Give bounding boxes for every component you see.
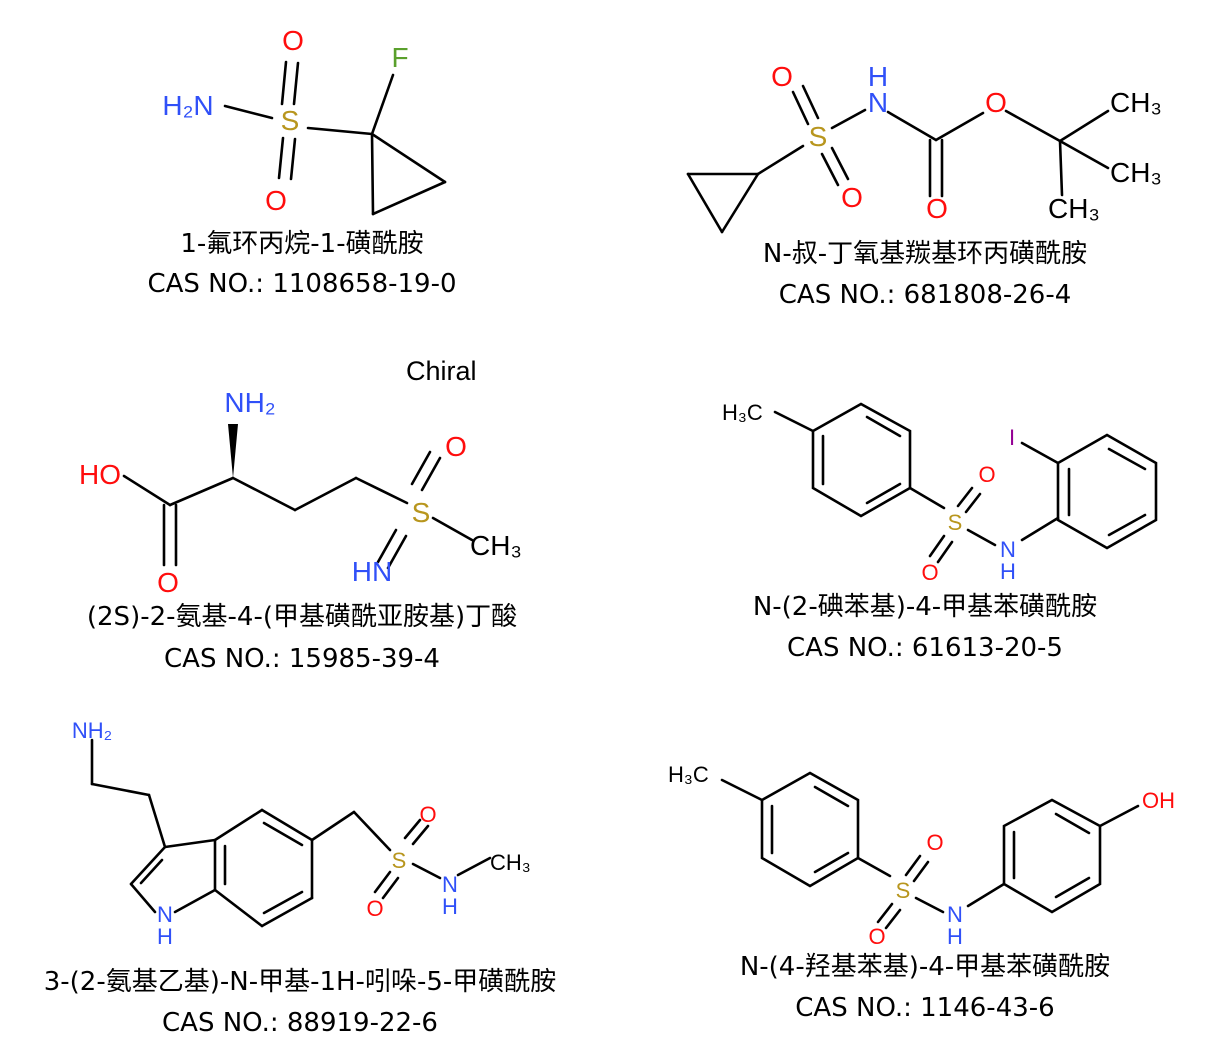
methyl-group: CH₃ xyxy=(1048,193,1100,224)
hydrogen-atom: H xyxy=(157,924,173,949)
fluorine-atom: F xyxy=(391,42,408,73)
sulfur-atom: S xyxy=(809,121,828,152)
compound-4-cas: CAS NO.: 61613-20-5 xyxy=(787,633,1063,663)
hydrogen-atom: H xyxy=(868,61,888,92)
oxygen-atom: O xyxy=(926,193,948,224)
imine-group: HN xyxy=(352,556,392,587)
hydrogen-atom: H xyxy=(1000,559,1016,584)
oxygen-atom: O xyxy=(157,567,179,598)
methyl-group: CH₃ xyxy=(490,850,531,875)
compound-4-structure: H₃C I O S N H O xyxy=(722,400,1158,585)
oxygen-atom: O xyxy=(445,431,467,462)
oxygen-atom: O xyxy=(978,462,995,487)
oxygen-atom: O xyxy=(868,924,885,949)
oxygen-atom: O xyxy=(926,830,943,855)
nitrogen-atom: N xyxy=(1000,537,1016,562)
compound-2-structure: O H N O CH₃ S CH₃ O O CH₃ xyxy=(686,61,1162,234)
oxygen-atom: O xyxy=(366,896,383,921)
amine-group: NH₂ xyxy=(224,387,275,418)
nitrogen-atom: N xyxy=(868,87,888,118)
oxygen-atom: O xyxy=(841,182,863,213)
compound-5-cas: CAS NO.: 88919-22-6 xyxy=(162,1008,438,1038)
compound-4-name: N-(2-碘苯基)-4-甲基苯磺酰胺 xyxy=(753,592,1097,622)
sulfur-atom: S xyxy=(412,497,431,528)
hydroxyl-group: HO xyxy=(79,459,121,490)
hydrogen-atom: H xyxy=(947,924,963,949)
hydroxyl-group: OH xyxy=(1142,788,1175,813)
compound-6-cas: CAS NO.: 1146-43-6 xyxy=(795,993,1054,1023)
compound-1-name: 1-氟环丙烷-1-磺酰胺 xyxy=(180,229,423,259)
methyl-group: CH₃ xyxy=(1110,87,1162,118)
sulfur-atom: S xyxy=(392,848,407,873)
amine-group: H₂N xyxy=(162,90,213,121)
methyl-group: CH₃ xyxy=(470,530,522,561)
compound-3-cas: CAS NO.: 15985-39-4 xyxy=(164,644,440,674)
compound-6-name: N-(4-羟基苯基)-4-甲基苯磺酰胺 xyxy=(740,952,1110,982)
methyl-group: CH₃ xyxy=(1110,157,1162,188)
chiral-label: Chiral xyxy=(406,356,477,386)
sulfur-atom: S xyxy=(896,878,911,903)
compound-1-cas: CAS NO.: 1108658-19-0 xyxy=(147,269,456,299)
ring-nitrogen-atom: N xyxy=(157,902,173,927)
compound-5-structure: NH₂ O CH₃ S N H O N H xyxy=(72,718,531,949)
oxygen-atom: O xyxy=(282,25,304,56)
nitrogen-atom: N xyxy=(442,872,458,897)
amine-group: NH₂ xyxy=(72,718,112,743)
oxygen-atom: O xyxy=(419,802,436,827)
sulfur-atom: S xyxy=(281,105,300,136)
compound-3-name: (2S)-2-氨基-4-(甲基磺酰亚胺基)丁酸 xyxy=(87,602,517,632)
compound-6-structure: H₃C OH O S N H O xyxy=(668,762,1175,949)
methyl-group: H₃C xyxy=(722,400,763,425)
nitrogen-atom: N xyxy=(947,902,963,927)
hydrogen-atom: H xyxy=(442,894,458,919)
compound-1-structure: O F H₂N S O xyxy=(162,25,447,216)
compound-5-name: 3-(2-氨基乙基)-N-甲基-1H-吲哚-5-甲磺酰胺 xyxy=(44,967,557,997)
methyl-group: H₃C xyxy=(668,762,709,787)
compound-2-name: N-叔-丁氧基羰基环丙磺酰胺 xyxy=(763,239,1087,269)
oxygen-atom: O xyxy=(265,185,287,216)
sulfur-atom: S xyxy=(948,510,963,535)
oxygen-atom: O xyxy=(921,560,938,585)
oxygen-atom: O xyxy=(985,87,1007,118)
compound-2-cas: CAS NO.: 681808-26-4 xyxy=(779,280,1072,310)
oxygen-atom: O xyxy=(771,61,793,92)
iodine-atom: I xyxy=(1009,425,1015,450)
compound-3-structure: Chiral NH₂ HO O S CH₃ HN O xyxy=(79,356,522,598)
